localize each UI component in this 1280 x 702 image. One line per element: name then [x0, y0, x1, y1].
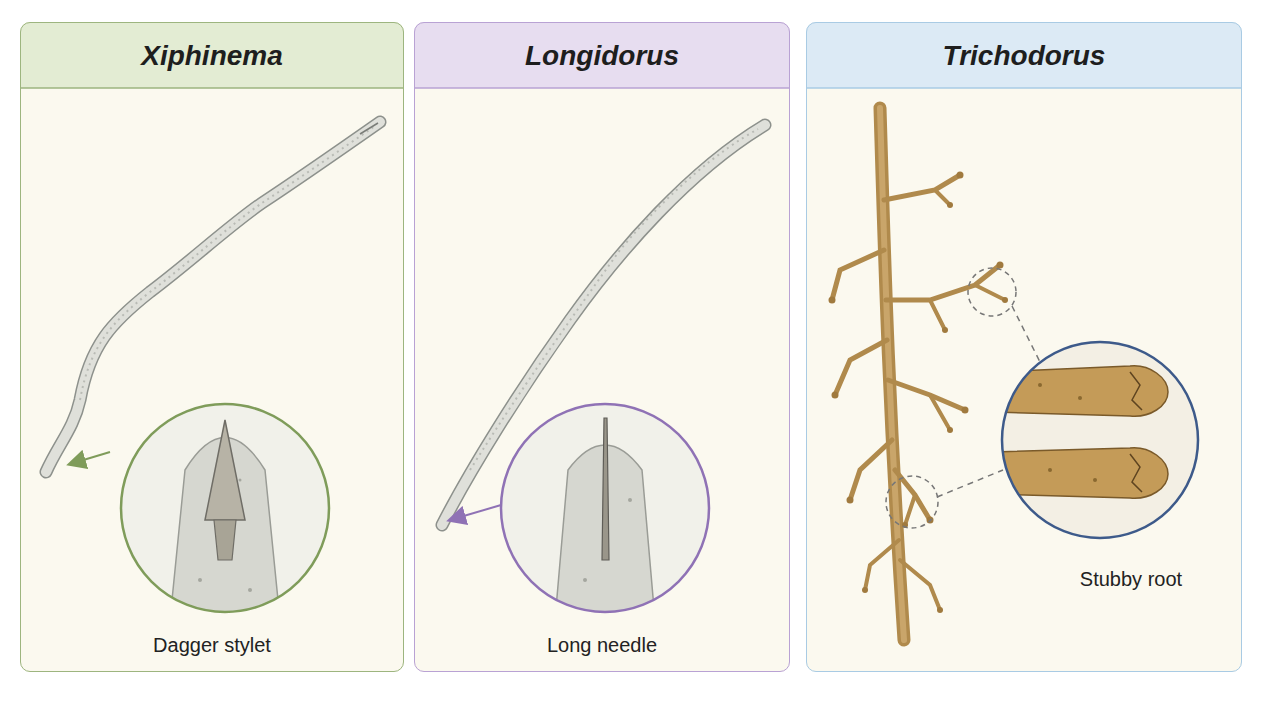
leader-arrow [70, 452, 110, 464]
panel: TrichodorusStubby root [806, 22, 1242, 672]
panel-title: Longidorus [415, 23, 789, 89]
panel-title: Trichodorus [807, 23, 1241, 89]
panel-ground [806, 22, 1242, 672]
caption: Dagger stylet [27, 633, 397, 657]
header-band [414, 22, 790, 88]
zoom-marker [968, 268, 1016, 316]
header-band [806, 22, 1242, 88]
zoom-inset [121, 404, 329, 620]
panel: XiphinemaDagger stylet [20, 22, 404, 672]
zoom-marker [886, 476, 938, 528]
panel-ground [414, 22, 790, 672]
zoom-inset [990, 342, 1198, 538]
zoom-inset [501, 404, 709, 620]
header-band [20, 22, 404, 88]
caption: Stubby root [1027, 567, 1235, 591]
caption: Long needle [421, 633, 783, 657]
panel-ground [20, 22, 404, 672]
panel-title: Xiphinema [21, 23, 403, 89]
root-tips [829, 172, 1009, 614]
panel: LongidorusLong needle [414, 22, 790, 672]
stubby-root [832, 108, 1005, 640]
